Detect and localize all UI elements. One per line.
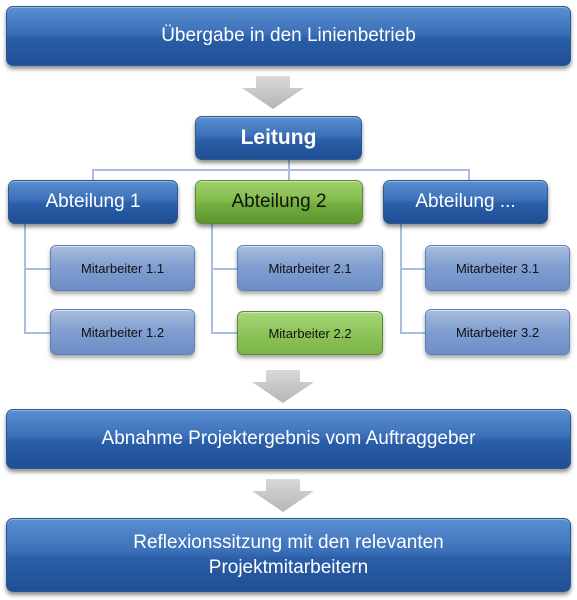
dept3-connector-vertical bbox=[400, 222, 402, 333]
department-3: Abteilung ... bbox=[383, 180, 548, 224]
employee-1-2: Mitarbeiter 1.2 bbox=[50, 309, 195, 355]
org-head-label: Leitung bbox=[240, 126, 317, 149]
dept1-connector-vertical bbox=[24, 222, 26, 333]
employee-1-1: Mitarbeiter 1.1 bbox=[50, 245, 195, 291]
employee-3-2-label: Mitarbeiter 3.2 bbox=[455, 324, 540, 340]
department-2-label: Abteilung 2 bbox=[231, 191, 327, 212]
employee-2-1-label: Mitarbeiter 2.1 bbox=[268, 260, 352, 276]
reflection-label-line2: Projektmitarbeitern bbox=[208, 557, 369, 578]
employee-1-1-label: Mitarbeiter 1.1 bbox=[80, 260, 165, 276]
employee-2-2: Mitarbeiter 2.2 bbox=[237, 311, 383, 355]
dept1-connector-2 bbox=[24, 332, 50, 334]
dept2-connector-1 bbox=[211, 268, 237, 270]
down-arrow-icon bbox=[252, 370, 314, 403]
down-arrow-icon bbox=[242, 76, 304, 109]
employee-3-1-label: Mitarbeiter 3.1 bbox=[455, 260, 540, 276]
employee-2-1: Mitarbeiter 2.1 bbox=[237, 245, 383, 291]
dept2-connector-vertical bbox=[211, 222, 213, 333]
org-connector-dept3 bbox=[468, 169, 470, 181]
org-connector-vertical-head bbox=[288, 158, 290, 170]
department-2: Abteilung 2 bbox=[195, 180, 363, 224]
dept2-connector-2 bbox=[211, 332, 237, 334]
reflection-label-line1: Reflexionssitzung mit den relevanten bbox=[133, 532, 444, 553]
dept3-connector-1 bbox=[400, 268, 426, 270]
acceptance-banner: Abnahme Projektergebnis vom Auftraggeber bbox=[6, 409, 571, 469]
department-1-label: Abteilung 1 bbox=[45, 191, 141, 212]
dept1-connector-1 bbox=[24, 268, 50, 270]
org-connector-dept2 bbox=[288, 169, 290, 181]
org-connector-dept1 bbox=[92, 169, 94, 181]
handover-title: Übergabe in den Linienbetrieb bbox=[161, 25, 416, 46]
org-connector-horizontal bbox=[92, 169, 470, 171]
handover-banner: Übergabe in den Linienbetrieb bbox=[6, 6, 571, 66]
acceptance-label: Abnahme Projektergebnis vom Auftraggeber bbox=[101, 428, 476, 449]
employee-2-2-label: Mitarbeiter 2.2 bbox=[268, 325, 352, 341]
department-1: Abteilung 1 bbox=[8, 180, 178, 224]
reflection-banner: Reflexionssitzung mit den relevanten Pro… bbox=[6, 518, 571, 592]
department-3-label: Abteilung ... bbox=[415, 191, 516, 212]
employee-3-1: Mitarbeiter 3.1 bbox=[425, 245, 570, 291]
employee-3-2: Mitarbeiter 3.2 bbox=[425, 309, 570, 355]
dept3-connector-2 bbox=[400, 332, 426, 334]
employee-1-2-label: Mitarbeiter 1.2 bbox=[80, 324, 165, 340]
down-arrow-icon bbox=[252, 479, 314, 512]
org-head-leitung: Leitung bbox=[195, 116, 362, 160]
